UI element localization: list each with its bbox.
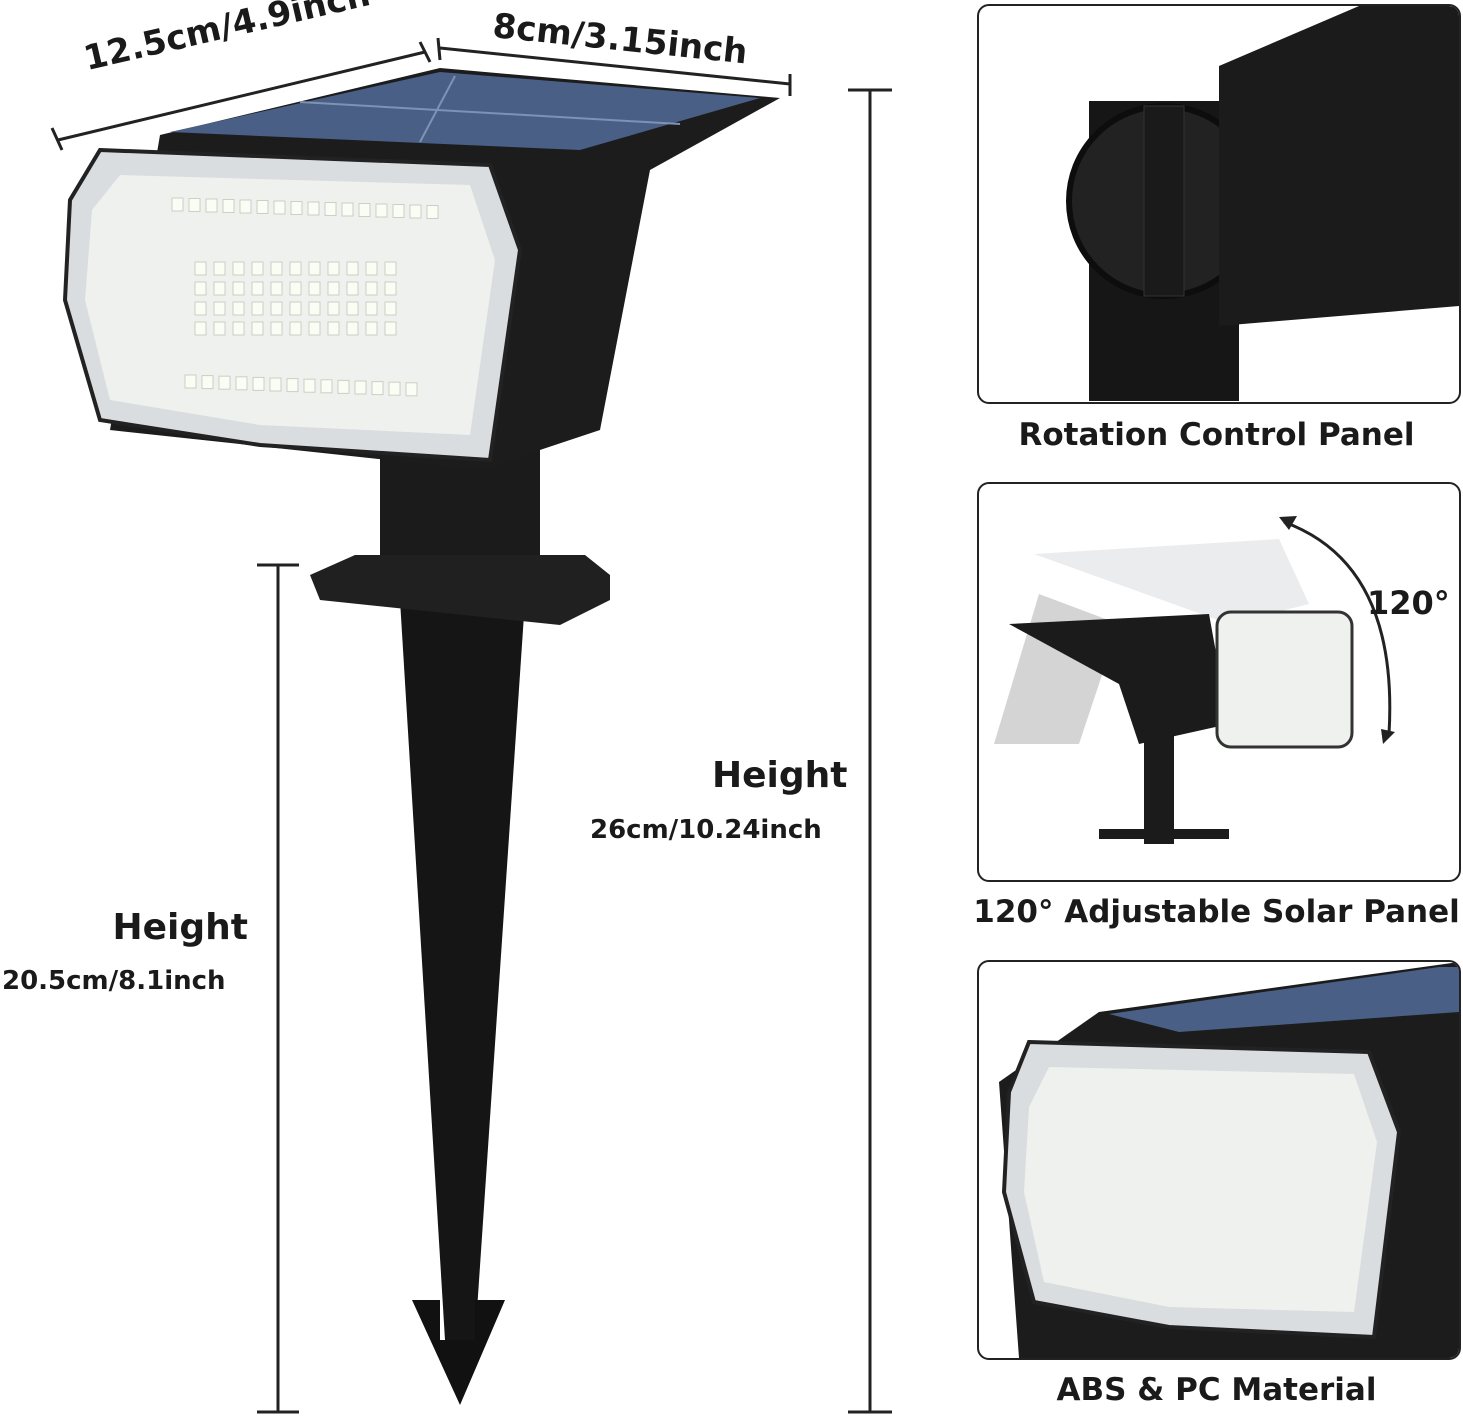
led-array bbox=[171, 197, 439, 397]
panel-caption-material: ABS & PC Material bbox=[1056, 1372, 1377, 1408]
led-dot bbox=[232, 321, 245, 336]
led-dot bbox=[194, 281, 207, 296]
led-dot bbox=[218, 375, 231, 390]
led-dot bbox=[213, 281, 226, 296]
led-dot bbox=[201, 375, 214, 390]
total-height-title: Height bbox=[712, 755, 848, 796]
led-dot bbox=[327, 301, 340, 316]
led-dot bbox=[308, 321, 321, 336]
led-dot bbox=[171, 197, 184, 212]
rotation-angle-label: 120° bbox=[1367, 584, 1450, 622]
led-dot bbox=[392, 204, 405, 218]
rotation-control-panel-image bbox=[977, 4, 1461, 404]
led-dot bbox=[205, 198, 218, 213]
lamp-head bbox=[62, 68, 780, 470]
led-dot bbox=[251, 261, 264, 276]
led-dot bbox=[270, 301, 283, 316]
solar-light-illustration bbox=[50, 37, 892, 1414]
led-dot bbox=[303, 378, 316, 393]
ground-stake bbox=[310, 440, 610, 1405]
led-dot bbox=[289, 281, 302, 296]
led-dot bbox=[384, 281, 397, 296]
led-dot bbox=[213, 261, 226, 276]
led-dot bbox=[384, 321, 397, 336]
led-dot bbox=[346, 281, 359, 296]
led-dot bbox=[354, 380, 367, 395]
led-dot bbox=[307, 201, 320, 216]
led-dot bbox=[290, 201, 303, 215]
stake-height-title: Height bbox=[112, 907, 249, 948]
led-dot bbox=[341, 202, 354, 217]
material-closeup-image bbox=[977, 960, 1461, 1360]
led-dot bbox=[239, 199, 252, 214]
panel-caption-adjustable: 120° Adjustable Solar Panel bbox=[973, 894, 1460, 930]
led-dot bbox=[273, 200, 286, 215]
led-dot bbox=[384, 301, 397, 316]
led-dot bbox=[346, 301, 359, 316]
led-dot bbox=[235, 376, 248, 391]
led-dot bbox=[327, 321, 340, 336]
led-dot bbox=[232, 281, 245, 296]
led-dot bbox=[213, 321, 226, 336]
led-dot bbox=[270, 281, 283, 296]
led-dot bbox=[409, 204, 422, 219]
led-dot bbox=[371, 381, 384, 396]
led-dot bbox=[252, 376, 265, 391]
led-dot bbox=[308, 281, 321, 296]
led-dot bbox=[365, 321, 378, 336]
led-dot bbox=[251, 281, 264, 296]
led-dot bbox=[346, 321, 359, 336]
led-dot bbox=[308, 301, 321, 316]
led-dot bbox=[384, 261, 397, 276]
led-dot bbox=[337, 379, 350, 394]
led-dot bbox=[213, 301, 226, 316]
led-dot bbox=[194, 321, 207, 336]
led-dot bbox=[327, 261, 340, 276]
led-dot bbox=[286, 378, 299, 393]
led-dot bbox=[269, 377, 282, 392]
led-dot bbox=[222, 199, 235, 213]
led-dot bbox=[270, 261, 283, 276]
led-dot bbox=[358, 203, 371, 217]
led-dot bbox=[251, 301, 264, 316]
led-dot bbox=[327, 281, 340, 296]
led-dot bbox=[320, 379, 333, 394]
led-dot bbox=[388, 381, 401, 396]
led-dot bbox=[405, 382, 418, 397]
led-dot bbox=[184, 374, 197, 389]
led-dot bbox=[270, 321, 283, 336]
led-dot bbox=[232, 261, 245, 276]
led-dot bbox=[194, 261, 207, 276]
led-dot bbox=[289, 261, 302, 276]
dimension-lines bbox=[50, 37, 892, 1414]
adjustable-solar-panel-image: 120° bbox=[977, 482, 1461, 882]
led-dot bbox=[251, 321, 264, 336]
led-dot bbox=[426, 205, 439, 219]
led-dot bbox=[365, 261, 378, 276]
led-dot bbox=[346, 261, 359, 276]
led-dot bbox=[232, 301, 245, 316]
panel-caption-rotation: Rotation Control Panel bbox=[1018, 417, 1415, 453]
total-height-value: 26cm/10.24inch bbox=[590, 815, 822, 845]
led-dot bbox=[289, 301, 302, 316]
led-dot bbox=[365, 301, 378, 316]
led-dot bbox=[324, 202, 337, 216]
led-dot bbox=[365, 281, 378, 296]
led-dot bbox=[194, 301, 207, 316]
led-dot bbox=[256, 200, 269, 214]
led-dot bbox=[289, 321, 302, 336]
stake-height-value: 20.5cm/8.1inch bbox=[2, 966, 226, 996]
led-dot bbox=[188, 198, 201, 212]
led-dot bbox=[375, 203, 388, 218]
led-dot bbox=[308, 261, 321, 276]
